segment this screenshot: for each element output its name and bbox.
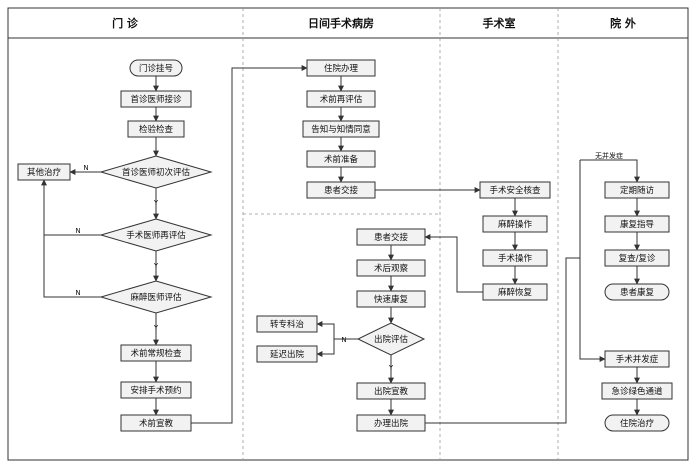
discharge-label: 办理出院 <box>374 418 409 429</box>
hospital-treatment-label: 住院治疗 <box>620 418 655 429</box>
edge-anestheval-other <box>43 235 101 298</box>
followup-label: 定期随访 <box>620 185 655 196</box>
edge-label-no4: N <box>341 336 346 344</box>
anesthesia-label: 麻醉操作 <box>498 219 533 230</box>
register-label: 门诊挂号 <box>139 63 173 74</box>
edge-label-yes1: Y <box>153 199 159 207</box>
revisit-label: 复查/复诊 <box>619 253 656 264</box>
transfer-label: 转专科治 <box>270 319 305 330</box>
postop-obs-label: 术后观察 <box>374 263 409 274</box>
rehab-label: 康复指导 <box>620 219 655 230</box>
edge-recovery-handoverback <box>424 234 483 293</box>
edge-label-yes2: Y <box>153 262 159 270</box>
tests-label: 检验检查 <box>139 124 174 135</box>
edge-dischargeeval-transfer <box>316 321 358 340</box>
lane-header-outside: 院 外 <box>610 16 636 30</box>
edge-surgeoneval-other <box>41 179 101 236</box>
edge-label-yes3: Y <box>153 324 159 332</box>
rapid-recovery-label: 快速康复 <box>374 294 409 305</box>
handover-back-label: 患者交接 <box>374 232 409 243</box>
consent-label: 告知与知情同意 <box>311 124 371 135</box>
green-channel-label: 急诊绿色通道 <box>611 386 663 397</box>
admission-label: 住院办理 <box>324 63 359 74</box>
edge-outside-followup <box>580 159 640 183</box>
diagram-frame <box>7 7 689 461</box>
first-doctor-label: 首诊医师接诊 <box>130 94 182 105</box>
edge-label-no3: N <box>75 289 80 297</box>
anesth-eval-label: 麻醉医师评估 <box>130 292 182 303</box>
lane-header-or: 手术室 <box>483 16 516 30</box>
preop-edu-label: 术前宣教 <box>139 418 174 429</box>
first-eval-label: 首诊医师初次评估 <box>122 167 191 178</box>
edge-label-yes4: Y <box>388 364 394 372</box>
routine-check-label: 术前常规检查 <box>130 348 182 359</box>
preop-reeval-label: 术前再评估 <box>320 94 363 105</box>
edge-discharge-outside <box>425 257 580 424</box>
edge-label-no-complication: 无并发症 <box>595 151 623 160</box>
edge-dischargeeval-delay <box>316 339 335 357</box>
edge-label-no2: N <box>75 227 80 235</box>
lane-header-clinic: 门 诊 <box>112 16 139 30</box>
lane-header-ward: 日间手术病房 <box>308 16 374 30</box>
surgeon-eval-label: 手术医师再评估 <box>126 230 186 241</box>
edge-label-no1: N <box>83 164 88 172</box>
preop-prep-label: 术前准备 <box>324 154 359 165</box>
patient-recovered-label: 患者康复 <box>620 287 655 298</box>
schedule-label: 安排手术预约 <box>130 385 181 396</box>
discharge-eval-label: 出院评估 <box>374 334 409 345</box>
discharge-edu-label: 出院宣教 <box>374 386 409 397</box>
other-treatment-label: 其他治疗 <box>27 167 62 178</box>
edge-preopedu-admission <box>191 65 308 424</box>
complication-label: 手术并发症 <box>616 354 659 365</box>
surgery-label: 手术操作 <box>498 253 533 264</box>
handover-out-label: 患者交接 <box>324 185 359 196</box>
safety-check-label: 手术安全核查 <box>489 185 541 196</box>
recovery-label: 麻醉恢复 <box>498 287 533 298</box>
edge-outside-complication <box>579 160 606 362</box>
delay-discharge-label: 延迟出院 <box>270 349 305 360</box>
